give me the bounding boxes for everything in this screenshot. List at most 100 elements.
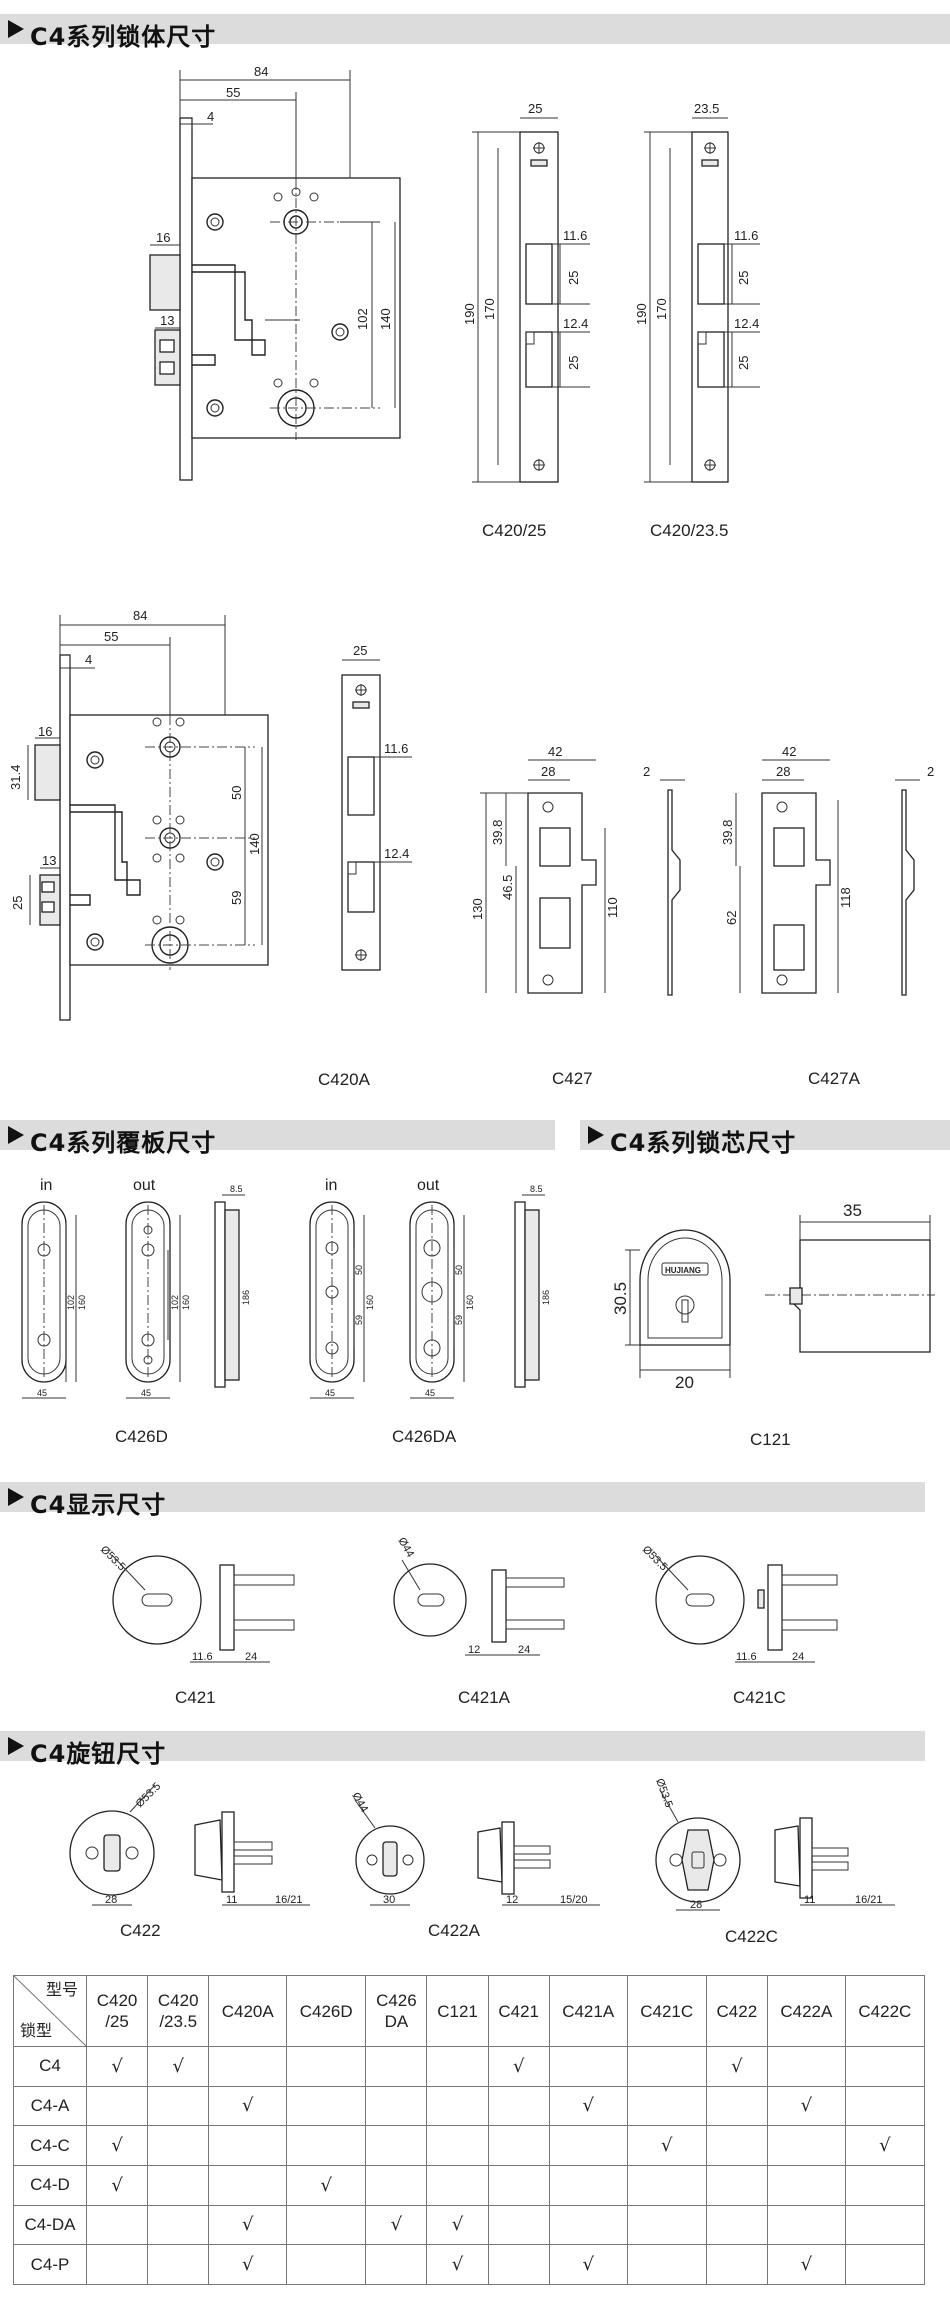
empty-cell (365, 2164, 428, 2206)
empty-cell (705, 2244, 768, 2285)
dim-label: 24 (518, 1644, 530, 1656)
dim-label: 23.5 (694, 101, 719, 116)
dim-label: 2 (643, 764, 650, 779)
brand-logo-text: HUJIANG (665, 1266, 701, 1275)
caption: C421C (733, 1688, 786, 1707)
col-line1: C422A (780, 2001, 833, 2021)
empty-cell (85, 2085, 149, 2127)
play-icon (8, 1126, 24, 1144)
indicator-c421: Ø53.5 11.6 24 C421 (98, 1544, 295, 1707)
dim-label: 11.6 (563, 228, 587, 243)
row-lock-type: C4-D (13, 2164, 87, 2206)
empty-cell (548, 2125, 628, 2166)
empty-cell (365, 2125, 428, 2166)
dim-label: 84 (133, 608, 147, 623)
table-header-row: 型号 锁型 C420/25 C420/23.5 C420A C426D C426… (13, 1975, 926, 2047)
dim-label: 102 (170, 1295, 180, 1310)
table-row: C4-C√√√ (13, 2125, 926, 2166)
dim-label: 11.6 (384, 741, 408, 756)
caption: C427 (552, 1069, 593, 1088)
dim-label: 190 (634, 303, 649, 325)
column-header: C121 (426, 1975, 489, 2047)
column-header: C426D (286, 1975, 367, 2047)
section-title: C4系列锁体尺寸 (30, 23, 217, 51)
dim-label: 140 (378, 308, 393, 330)
dim-label: Ø44 (395, 1536, 416, 1560)
empty-cell (208, 2125, 288, 2166)
check-mark: √ (85, 2125, 149, 2166)
dim-label: 28 (105, 1894, 117, 1906)
indicator-c421c: Ø53.5 11.6 24 C421C (640, 1544, 838, 1707)
dim-label: 190 (462, 303, 477, 325)
empty-cell (286, 2046, 367, 2087)
dim-label: 25 (736, 271, 751, 285)
in-label: in (325, 1177, 337, 1194)
faceplate-c420-25: 25 190 170 11.6 25 12.4 25 C420/25 (462, 101, 590, 540)
dim-label: 25 (566, 271, 581, 285)
check-mark: √ (208, 2204, 288, 2246)
empty-cell (365, 2085, 428, 2127)
dim-label: 12.4 (563, 316, 588, 331)
dim-label: 13 (160, 313, 174, 328)
dim-label: 170 (654, 298, 669, 320)
dim-label: 140 (247, 833, 262, 855)
dim-label: Ø53.5 (653, 1777, 675, 1809)
check-mark: √ (548, 2244, 628, 2285)
column-header: C421 (487, 1975, 550, 2047)
check-mark: √ (426, 2244, 489, 2285)
empty-cell (705, 2164, 768, 2206)
check-mark: √ (85, 2164, 149, 2206)
check-mark: √ (85, 2046, 149, 2087)
compatibility-table: 型号 锁型 C420/25 C420/23.5 C420A C426D C426… (13, 1975, 926, 2285)
caption: C421 (175, 1688, 216, 1707)
indicator-c421a: Ø44 12 24 C421A (393, 1536, 565, 1707)
column-header: C422 (705, 1975, 768, 2047)
empty-cell (844, 2164, 926, 2206)
row-lock-type: C4-DA (13, 2204, 87, 2246)
section-title: C4系列锁芯尺寸 (610, 1129, 797, 1157)
dim-label: Ø53.5 (640, 1544, 670, 1574)
row-lock-type: C4-A (13, 2085, 87, 2127)
dim-label: 42 (548, 744, 562, 759)
row-lock-type: C4-P (13, 2244, 87, 2285)
empty-cell (426, 2164, 489, 2206)
empty-cell (487, 2204, 550, 2246)
empty-cell (487, 2244, 550, 2285)
dim-label: 30.5 (611, 1282, 630, 1315)
empty-cell (766, 2125, 846, 2166)
in-label: in (40, 1177, 52, 1194)
check-mark: √ (548, 2085, 628, 2127)
corner-label-model: 型号 (45, 1982, 78, 1999)
dim-label: 12.4 (734, 316, 759, 331)
dim-label: 25 (566, 356, 581, 370)
knob-c422: Ø53.5 28 11 16/21 C422 (69, 1780, 310, 1940)
empty-cell (286, 2244, 367, 2285)
column-header: C420/25 (85, 1975, 149, 2047)
dim-label: 59 (354, 1315, 364, 1325)
dim-label: Ø44 (349, 1791, 370, 1815)
dim-label: 16 (156, 230, 170, 245)
col-line1: C426 (376, 1991, 417, 2010)
empty-cell (286, 2085, 367, 2127)
empty-cell (487, 2125, 550, 2166)
empty-cell (426, 2046, 489, 2087)
dim-label: 62 (724, 911, 739, 925)
empty-cell (147, 2204, 210, 2246)
dim-label: 30 (383, 1894, 395, 1906)
caption: C422C (725, 1927, 778, 1946)
dim-label: 45 (425, 1388, 435, 1398)
out-label: out (417, 1177, 440, 1194)
empty-cell (147, 2125, 210, 2166)
empty-cell (766, 2204, 846, 2246)
empty-cell (286, 2204, 367, 2246)
dim-label: 4 (85, 652, 92, 667)
corner-label-locktype: 锁型 (20, 2023, 53, 2040)
check-mark: √ (208, 2085, 288, 2127)
section-header-indicator: C4显示尺寸 (0, 1482, 925, 1519)
empty-cell (147, 2164, 210, 2206)
section-header-plate: C4系列覆板尺寸 (0, 1120, 555, 1157)
col-line1: C420 (96, 1991, 138, 2010)
check-mark: √ (286, 2164, 367, 2206)
empty-cell (548, 2204, 628, 2246)
empty-cell (766, 2046, 846, 2087)
